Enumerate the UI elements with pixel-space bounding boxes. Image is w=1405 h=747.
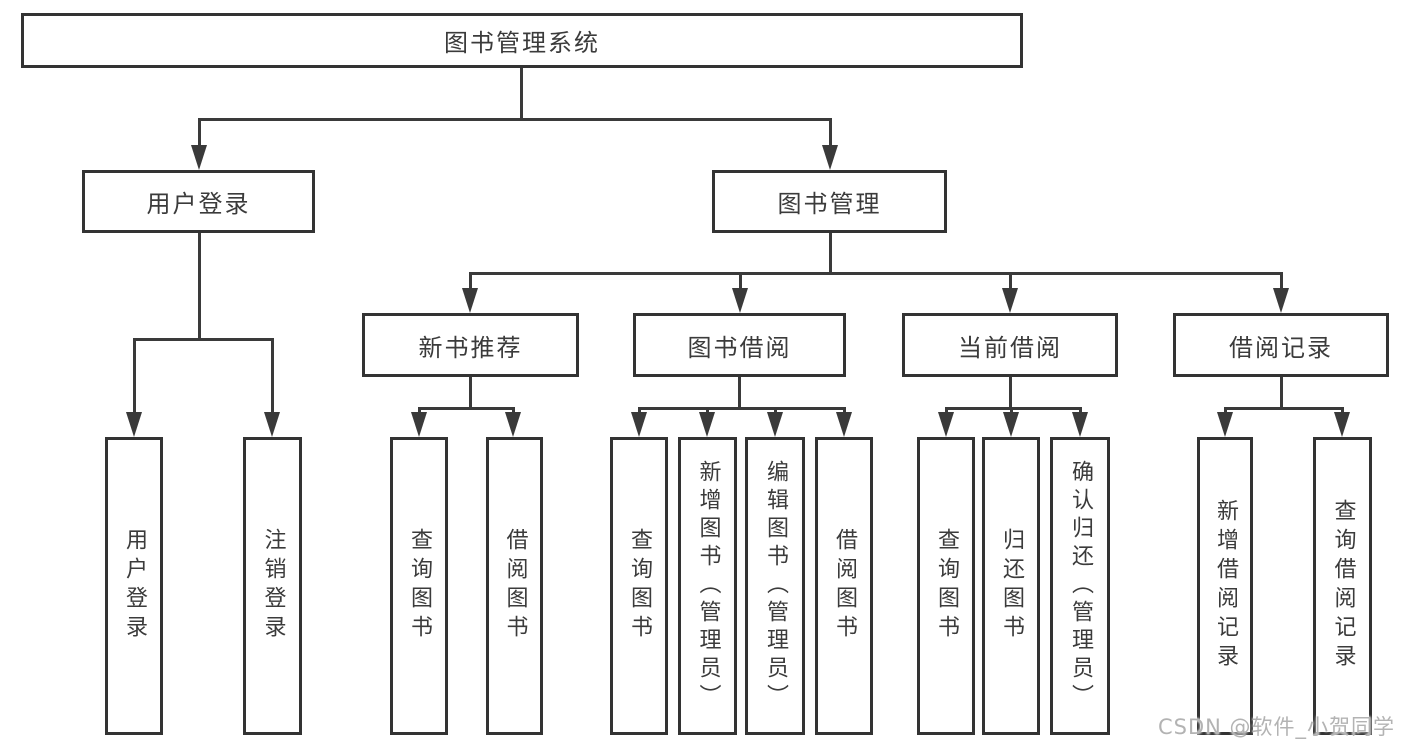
connector-line (512, 407, 515, 415)
connector-line (469, 377, 472, 407)
arrowhead-down-icon (1003, 412, 1019, 437)
connector-line (198, 118, 201, 152)
arrowhead-down-icon (1334, 412, 1350, 437)
arrowhead-down-icon (1273, 288, 1289, 313)
connector-line (638, 407, 641, 415)
connector-line (829, 118, 832, 152)
connector-line (133, 338, 273, 341)
connector-line (198, 233, 201, 338)
leaf-logout: 注销登录 (243, 437, 302, 735)
node-book-management: 图书管理 (712, 170, 947, 233)
arrowhead-down-icon (411, 412, 427, 437)
connector-line (1009, 377, 1012, 407)
connector-line (1280, 272, 1283, 290)
leaf-query-books-borrow: 查询图书 (610, 437, 668, 735)
connector-line (739, 272, 742, 290)
leaf-borrow-books-recommend: 借阅图书 (486, 437, 543, 735)
connector-line (945, 407, 948, 415)
connector-line (1224, 407, 1343, 410)
arrowhead-down-icon (1072, 412, 1088, 437)
connector-line (418, 407, 421, 415)
arrowhead-down-icon (822, 145, 838, 170)
leaf-borrow-books: 借阅图书 (815, 437, 873, 735)
arrowhead-down-icon (631, 412, 647, 437)
connector-line (706, 407, 709, 415)
arrowhead-down-icon (126, 412, 142, 437)
connector-line (1079, 407, 1082, 415)
arrowhead-down-icon (699, 412, 715, 437)
csdn-watermark: CSDN @软件_小贺同学 (1158, 715, 1396, 739)
leaf-query-books-recommend: 查询图书 (390, 437, 448, 735)
arrowhead-down-icon (767, 412, 783, 437)
arrowhead-down-icon (938, 412, 954, 437)
connector-line (638, 407, 845, 410)
connector-line (133, 338, 136, 412)
connector-line (1224, 407, 1227, 415)
connector-line (198, 118, 831, 121)
node-current-borrow: 当前借阅 (902, 313, 1118, 377)
connector-line (418, 407, 515, 410)
connector-line (738, 377, 741, 407)
connector-line (520, 68, 523, 118)
leaf-query-books-current: 查询图书 (917, 437, 975, 735)
connector-line (469, 272, 472, 290)
connector-line (774, 407, 777, 415)
arrowhead-down-icon (462, 288, 478, 313)
connector-line (271, 338, 274, 412)
arrowhead-down-icon (191, 145, 207, 170)
leaf-edit-book-admin: 编辑图书（管理员） (745, 437, 805, 735)
node-root-library-management-system: 图书管理系统 (21, 13, 1023, 68)
leaf-user-login: 用户登录 (105, 437, 163, 735)
arrowhead-down-icon (1217, 412, 1233, 437)
connector-line (1010, 407, 1013, 415)
arrowhead-down-icon (1002, 288, 1018, 313)
connector-line (843, 407, 846, 415)
leaf-add-borrow-record: 新增借阅记录 (1197, 437, 1253, 735)
arrowhead-down-icon (264, 412, 280, 437)
leaf-return-book: 归还图书 (982, 437, 1040, 735)
node-borrow-records: 借阅记录 (1173, 313, 1389, 377)
connector-line (1280, 377, 1283, 407)
node-user-login: 用户登录 (82, 170, 315, 233)
leaf-add-book-admin: 新增图书（管理员） (678, 437, 737, 735)
arrowhead-down-icon (732, 288, 748, 313)
arrowhead-down-icon (505, 412, 521, 437)
connector-line (945, 407, 1081, 410)
node-new-book-recommend: 新书推荐 (362, 313, 579, 377)
arrowhead-down-icon (836, 412, 852, 437)
leaf-confirm-return-admin: 确认归还（管理员） (1050, 437, 1110, 735)
connector-line (829, 233, 832, 272)
connector-line (1341, 407, 1344, 415)
connector-line (469, 272, 1282, 275)
leaf-query-borrow-record: 查询借阅记录 (1313, 437, 1372, 735)
connector-line (1009, 272, 1012, 290)
node-book-borrow: 图书借阅 (633, 313, 846, 377)
